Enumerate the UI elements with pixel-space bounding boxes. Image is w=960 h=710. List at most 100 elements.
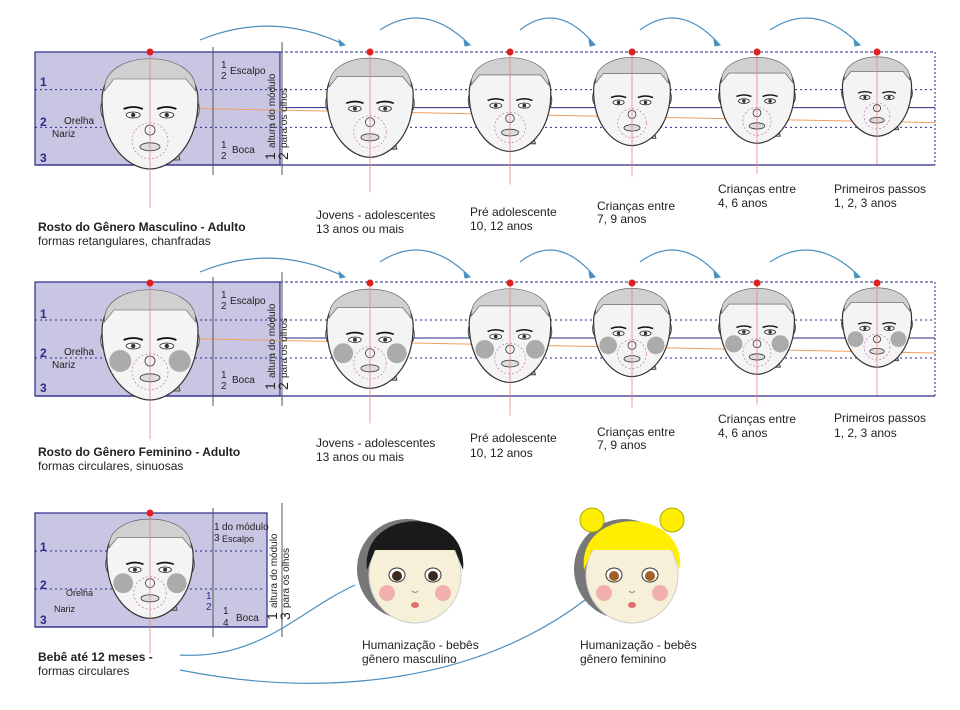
progression-arrow [639, 249, 721, 278]
module-label-2: para os olhos [281, 548, 292, 608]
stage-label: 13 anos ou mais [316, 450, 404, 464]
pupil [887, 326, 891, 330]
baby-pupil [645, 571, 655, 581]
eyebrow [637, 326, 654, 330]
stage-label: 7, 9 anos [597, 438, 646, 452]
hair-bun-left [579, 507, 605, 533]
mouth-label: Boca [236, 613, 259, 624]
progression-arrow [639, 17, 721, 46]
eyebrow [857, 90, 873, 94]
progression-arrow [379, 17, 471, 46]
row1-title: Rosto do Gênero Masculino - Adulto [38, 220, 246, 234]
fraction-den: 2 [221, 71, 227, 82]
module-number: 3 [40, 381, 47, 395]
baby-mouth [628, 602, 636, 608]
mouth-label: Boca [232, 145, 255, 156]
stage-label: Jovens - adolescentes [316, 436, 435, 450]
pupil [164, 343, 169, 349]
female-adult-face [100, 279, 200, 439]
eyebrow [345, 331, 364, 336]
progression-arrow [199, 257, 346, 278]
module-label-1: altura do módulo [267, 303, 278, 378]
nose-label: Nariz [52, 129, 75, 140]
arrowhead-icon [463, 270, 472, 279]
module-label-2: para os olhos [279, 318, 290, 378]
eyebrow [762, 94, 778, 98]
fraction-num: 1 [223, 606, 229, 617]
arrowhead-icon [853, 38, 862, 47]
pupil [164, 112, 169, 118]
module-number: 2 [40, 115, 47, 129]
eyebrow [515, 97, 533, 102]
cheek-right [771, 335, 789, 353]
progression-arrow [519, 249, 596, 278]
nose-label: Nariz [52, 360, 75, 371]
top-center-dot [628, 48, 636, 56]
fraction-num: 1 [221, 140, 227, 151]
nose-label: Nariz [54, 604, 76, 614]
pupil [742, 330, 746, 334]
module-num: 1 [262, 152, 278, 160]
cheek-right [386, 343, 407, 364]
male-stage-face [592, 48, 672, 177]
eyebrow [345, 100, 364, 105]
cheek-left [475, 339, 495, 359]
top-center-dot [146, 509, 154, 517]
fraction-den: 4 [223, 618, 229, 629]
jaw-guide [494, 111, 526, 144]
cheek-left [599, 336, 617, 355]
progression-arrow [199, 25, 346, 46]
stage-label: Primeiros passos [834, 182, 926, 196]
fraction-num: 1 [221, 290, 227, 301]
ear-label: Orelha [66, 588, 93, 598]
stage-label: 7, 9 anos [597, 212, 646, 226]
pupil [493, 103, 498, 108]
pupil [863, 326, 867, 330]
eyebrow [881, 90, 897, 94]
stage-label: 10, 12 anos [470, 446, 533, 460]
ear-label: Orelha [64, 347, 94, 358]
module-number: 1 [40, 307, 47, 321]
cheek-right [166, 573, 187, 594]
pupil [768, 330, 772, 334]
fraction-num: 1 [221, 370, 227, 381]
top-center-dot [753, 279, 761, 287]
baby-cheek [596, 585, 612, 601]
eyebrow [736, 94, 752, 98]
arrowhead-icon [713, 38, 722, 47]
fraction-den: 2 [221, 151, 227, 162]
arrowhead-icon [588, 38, 597, 47]
cheek-left [333, 343, 354, 364]
stage-label: 10, 12 anos [470, 219, 533, 233]
male-stage-face [467, 48, 553, 185]
baby-pupil [428, 571, 438, 581]
stage-label: 4, 6 anos [718, 426, 767, 440]
eyebrow [156, 561, 175, 566]
eyebrow [156, 337, 177, 341]
stage-label: Crianças entre [597, 425, 675, 439]
female-stage-face [325, 279, 415, 424]
cheek-left [109, 350, 132, 372]
hair-bun-right [659, 507, 685, 533]
eyebrow [857, 321, 873, 325]
baby-nose [628, 590, 636, 593]
ear-label: Orelha [64, 116, 94, 127]
progression-arrow [519, 17, 596, 46]
cheek-left [847, 331, 864, 348]
top-center-dot [873, 279, 881, 287]
pupil [522, 103, 527, 108]
jaw-guide [617, 339, 647, 369]
fraction-den: 2 [206, 602, 212, 613]
cheek-left [113, 573, 134, 594]
eyebrow [487, 328, 505, 333]
stage-label: 4, 6 anos [718, 196, 767, 210]
cheek-right [168, 350, 191, 372]
humanized-label: Humanização - bebês [580, 638, 697, 652]
module-den: 3 [277, 612, 293, 620]
stage-label: Primeiros passos [834, 411, 926, 425]
top-center-dot [628, 279, 636, 287]
baby-cheek [435, 585, 451, 601]
pupil [383, 337, 388, 342]
eyebrow [610, 326, 627, 330]
arrowhead-icon [338, 270, 347, 279]
